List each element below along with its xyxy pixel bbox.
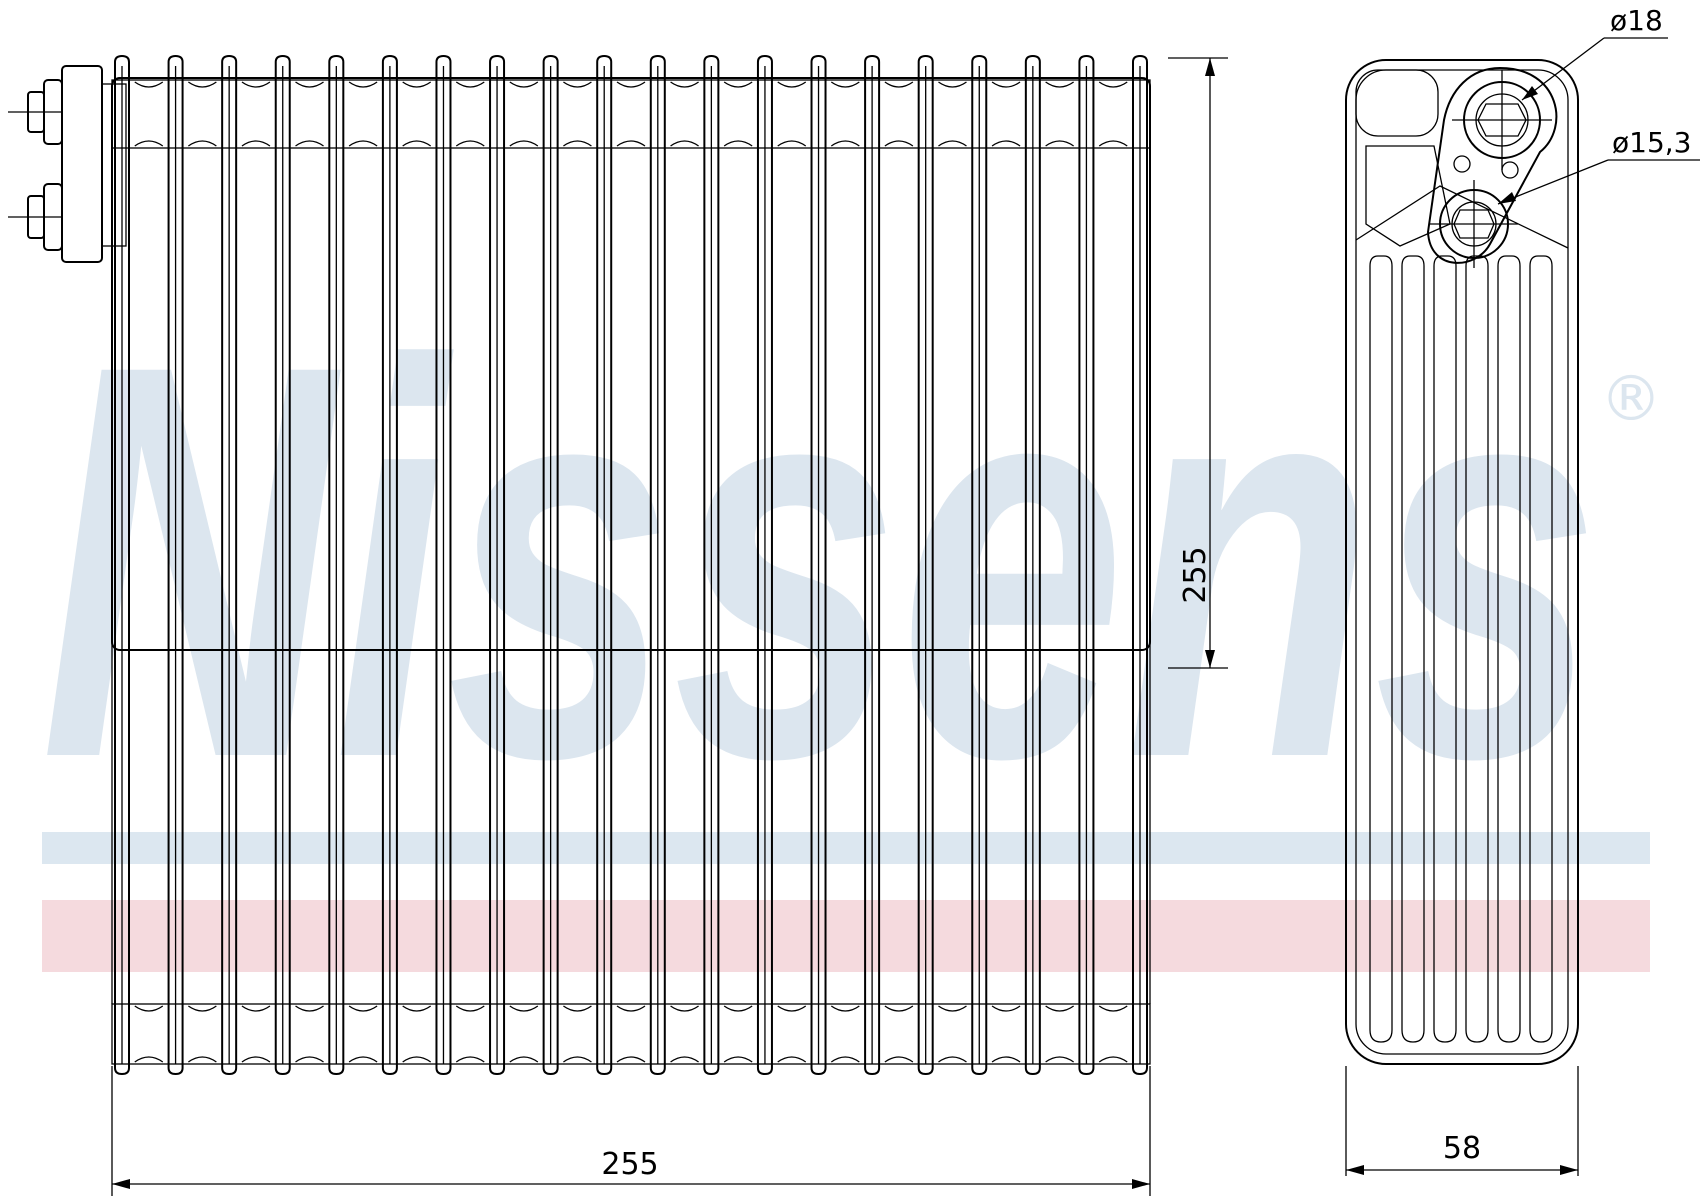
header-rib	[1098, 81, 1128, 147]
front-height-label: 255	[1178, 546, 1213, 603]
header-rib	[1098, 1005, 1128, 1063]
header-rib	[187, 1005, 217, 1063]
side-depth-label: 58	[1443, 1131, 1481, 1166]
evaporator-tube	[756, 54, 773, 1076]
registered-mark: ®	[1600, 362, 1662, 435]
side-channel	[1465, 255, 1489, 1043]
header-rib	[348, 1005, 378, 1063]
connector-plate	[61, 65, 103, 263]
front-top-header	[111, 79, 1151, 149]
side-channel	[1529, 255, 1553, 1043]
side-body-outline	[1345, 59, 1579, 1065]
lower-pipe-fitting	[8, 183, 63, 251]
evaporator-tube	[1132, 54, 1148, 1076]
evaporator-tube	[381, 54, 398, 1076]
side-diagonal-brace	[1355, 185, 1569, 249]
connector-bracket	[101, 83, 127, 247]
front-width-label: 255	[601, 1147, 658, 1182]
header-rib	[455, 1005, 485, 1063]
evaporator-tube	[703, 54, 720, 1076]
evaporator-tube	[596, 54, 613, 1076]
evaporator-front-view	[8, 54, 1151, 1076]
evaporator-tube	[489, 54, 506, 1076]
side-channel	[1497, 255, 1521, 1043]
header-rib	[723, 81, 753, 147]
evaporator-tube	[917, 54, 934, 1076]
side-upper-window	[1355, 69, 1439, 137]
evaporator-tube	[810, 54, 827, 1076]
header-rib	[938, 1005, 967, 1063]
watermark-brand: Nissens	[40, 248, 1600, 874]
evaporator-tube	[1078, 54, 1095, 1076]
fitting-flange-plate	[1426, 66, 1558, 264]
header-rib	[670, 81, 699, 147]
watermark-blue-band	[42, 832, 1650, 864]
header-rib	[777, 1005, 807, 1063]
callout-inlet-diameter: ø15,3	[1497, 126, 1700, 205]
header-rib	[509, 1005, 539, 1063]
evaporator-tube	[971, 54, 988, 1076]
header-rib	[295, 81, 324, 147]
header-rib	[830, 1005, 860, 1063]
header-rib	[402, 1005, 432, 1063]
header-rib	[991, 1005, 1021, 1063]
bolt-hole-left	[1453, 155, 1471, 173]
evaporator-tube	[328, 54, 345, 1076]
dimension-front-height: 255	[1168, 57, 1228, 669]
evaporator-tube	[167, 54, 184, 1076]
evaporator-tube	[1024, 54, 1041, 1076]
evaporator-tube	[542, 54, 559, 1076]
header-rib	[1045, 1005, 1075, 1063]
header-rib	[830, 81, 860, 147]
header-rib	[187, 81, 217, 147]
header-rib	[402, 81, 432, 147]
header-rib	[134, 1005, 164, 1063]
header-rib	[884, 1005, 914, 1063]
upper-pipe-fitting	[8, 79, 63, 145]
evaporator-tube	[435, 54, 452, 1076]
tube-group	[114, 54, 1148, 1076]
header-rib	[884, 81, 914, 147]
side-channel	[1369, 255, 1393, 1043]
header-rib	[509, 81, 539, 147]
inlet-diameter-label: ø15,3	[1612, 126, 1691, 159]
evaporator-tube	[864, 54, 881, 1076]
header-rib	[1045, 81, 1075, 147]
header-rib	[616, 81, 646, 147]
side-header-plate	[1365, 145, 1451, 247]
evaporator-tube	[114, 54, 130, 1076]
dimension-front-width: 255	[111, 1066, 1151, 1196]
callout-outlet-diameter: ø18	[1521, 4, 1668, 101]
header-rib	[563, 1005, 592, 1063]
header-rib	[563, 81, 592, 147]
header-rib	[348, 81, 378, 147]
watermark-red-band	[42, 900, 1650, 972]
side-inner-outline	[1355, 69, 1569, 1055]
header-rib	[777, 81, 807, 147]
watermark: Nissens ®	[40, 248, 1662, 972]
dimension-side-depth: 58	[1345, 1066, 1579, 1176]
header-rib	[616, 1005, 646, 1063]
header-rib	[991, 81, 1021, 147]
bolt-hole-right	[1501, 161, 1519, 179]
header-rib	[241, 1005, 271, 1063]
header-rib	[670, 1005, 699, 1063]
header-rib	[723, 1005, 753, 1063]
evaporator-side-view	[1345, 59, 1579, 1065]
pipe-connector-block	[8, 65, 127, 263]
evaporator-tube	[221, 54, 238, 1076]
header-rib	[938, 81, 967, 147]
outlet-diameter-label: ø18	[1610, 4, 1663, 37]
evaporator-tube	[649, 54, 666, 1076]
side-channel	[1401, 255, 1425, 1043]
header-rib	[134, 81, 164, 147]
front-bottom-header	[111, 1003, 1151, 1065]
evaporator-tube	[274, 54, 291, 1076]
header-rib	[455, 81, 485, 147]
header-rib	[241, 81, 271, 147]
header-rib	[295, 1005, 324, 1063]
